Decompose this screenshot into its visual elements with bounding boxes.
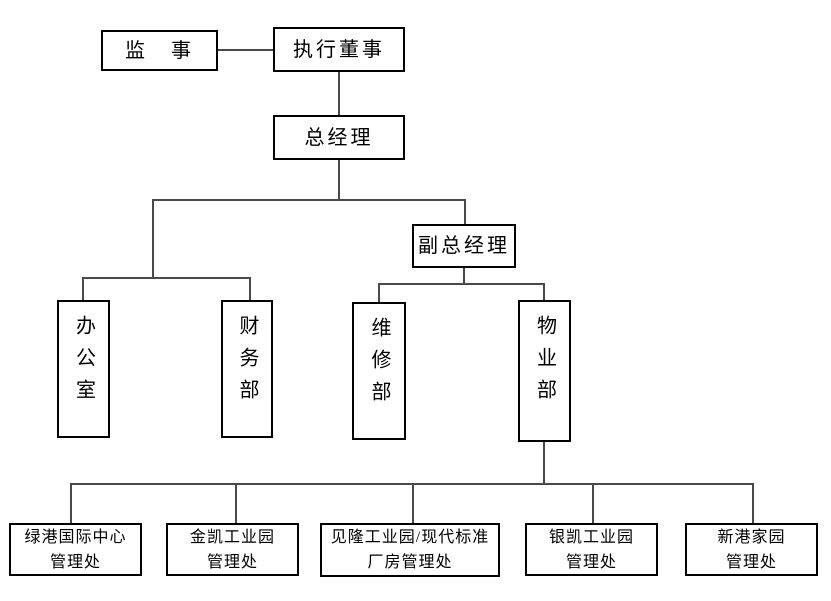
connector-branch2-drop [235, 483, 237, 523]
node-branch-jinkai-line1: 金凯工业园 [189, 528, 275, 546]
node-branch-xingang-line2: 管理处 [725, 553, 777, 571]
node-branch-xingang: 新港家园 管理处 [685, 523, 818, 576]
node-supervisor-label: 监 事 [125, 39, 194, 62]
connector-branch5-drop [752, 483, 754, 523]
node-branch-jianlong-line1: 见隆工业园/现代标准 [330, 529, 490, 546]
connector-left-drop [152, 199, 154, 277]
connector-finance-drop [249, 277, 251, 300]
node-branch-jianlong-line2: 厂房管理处 [367, 554, 453, 571]
node-executive-director-label: 执行董事 [293, 38, 385, 61]
node-branch-lvgang: 绿港国际中心 管理处 [9, 523, 142, 576]
node-general-manager-label: 总经理 [304, 126, 374, 149]
connector-branch4-drop [592, 483, 594, 523]
node-branch-lvgang-line1: 绿港国际中心 [24, 528, 127, 546]
connector-property-drop-out [543, 442, 545, 483]
connector-supervisor-executive [218, 49, 273, 51]
connector-dgm-split [378, 283, 545, 285]
node-branch-xingang-line1: 新港家园 [717, 528, 786, 546]
node-branch-lvgang-line2: 管理处 [49, 553, 101, 571]
node-branch-yinkai-line2: 管理处 [565, 553, 617, 571]
connector-maintenance-drop [378, 283, 380, 302]
node-executive-director: 执行董事 [273, 27, 405, 72]
node-branch-jinkai: 金凯工业园 管理处 [166, 523, 299, 576]
node-property-dept: 物业部 [518, 300, 571, 442]
node-office: 办公室 [57, 300, 110, 438]
connector-executive-gm [338, 72, 340, 115]
connector-branch1-drop [70, 483, 72, 523]
node-deputy-general-manager: 副总经理 [412, 224, 516, 268]
node-deputy-general-manager-label: 副总经理 [418, 235, 510, 257]
node-branch-yinkai: 银凯工业园 管理处 [525, 523, 658, 576]
connector-property-drop-in [543, 283, 545, 300]
connector-dgm-drop-in [464, 199, 466, 224]
node-branch-jianlong: 见隆工业园/现代标准 厂房管理处 [320, 523, 500, 577]
node-property-dept-label: 物业部 [533, 315, 556, 411]
connector-branch3-drop [412, 483, 414, 523]
node-maintenance-dept-label: 维修部 [368, 317, 390, 413]
connector-gm-split [152, 199, 466, 201]
connector-gm-drop [338, 160, 340, 199]
connector-dgm-drop-out [463, 268, 465, 283]
connector-left-split [82, 277, 251, 279]
node-supervisor: 监 事 [101, 30, 218, 71]
node-branch-yinkai-line1: 银凯工业园 [548, 528, 634, 546]
node-branch-jinkai-line2: 管理处 [206, 553, 258, 571]
node-finance-dept-label: 财务部 [236, 315, 258, 411]
node-maintenance-dept: 维修部 [352, 302, 406, 440]
node-finance-dept: 财务部 [221, 300, 273, 438]
connector-office-drop [82, 277, 84, 300]
node-office-label: 办公室 [72, 315, 95, 411]
node-general-manager: 总经理 [273, 115, 405, 160]
